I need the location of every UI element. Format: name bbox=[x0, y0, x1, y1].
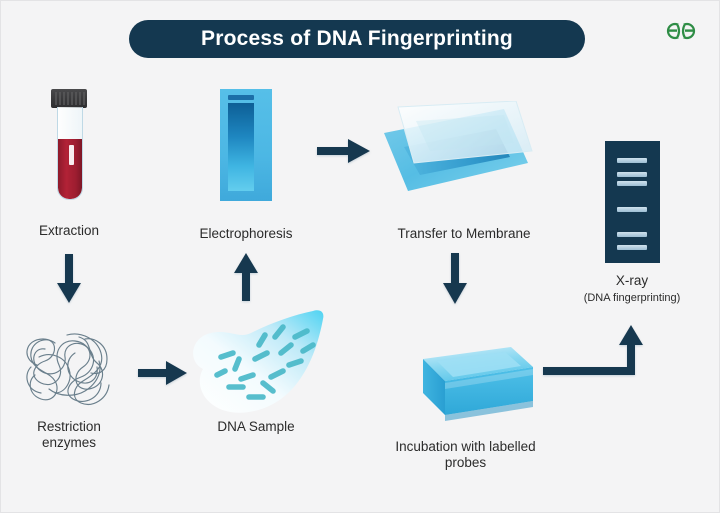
tangled-dna-icon bbox=[26, 333, 110, 405]
xray-band bbox=[617, 158, 647, 163]
arrow-dna-sample-to-electrophoresis bbox=[234, 253, 258, 301]
xray-band bbox=[617, 181, 647, 186]
incubation-tray-icon bbox=[423, 347, 533, 421]
x-ray-film-icon bbox=[605, 141, 660, 263]
label-extraction: Extraction bbox=[38, 223, 100, 238]
xray-band bbox=[617, 207, 647, 212]
xray-band bbox=[617, 245, 647, 250]
gel-electrophoresis-icon bbox=[220, 89, 272, 201]
test-tube-icon bbox=[57, 107, 83, 200]
label-transfer-to-membrane: Transfer to Membrane bbox=[397, 226, 531, 241]
arrow-membrane-to-incubation bbox=[443, 253, 467, 304]
sublabel-x-ray: (DNA fingerprinting) bbox=[583, 292, 681, 304]
page-title: Process of DNA Fingerprinting bbox=[201, 27, 513, 50]
gel-well bbox=[228, 95, 254, 100]
arrow-restriction-enzymes-to-dna-sample bbox=[138, 361, 187, 385]
dna-fragments-blob-icon bbox=[193, 310, 324, 413]
arrow-incubation-to-x-ray bbox=[543, 325, 643, 375]
gel-lane bbox=[228, 103, 254, 191]
title-banner: Process of DNA Fingerprinting bbox=[129, 20, 585, 58]
xray-band bbox=[617, 172, 647, 177]
geeksforgeeks-logo bbox=[661, 19, 701, 43]
label-restriction-enzymes: Restriction enzymes bbox=[37, 419, 101, 450]
membrane-sheets-icon bbox=[384, 101, 533, 191]
label-x-ray: X-ray bbox=[615, 273, 649, 288]
arrow-extraction-to-restriction-enzymes bbox=[57, 254, 81, 303]
xray-band bbox=[617, 232, 647, 237]
test-tube-cap-icon bbox=[51, 89, 87, 108]
test-tube-highlight bbox=[69, 145, 74, 165]
arrow-electrophoresis-to-membrane bbox=[317, 139, 370, 163]
label-dna-sample: DNA Sample bbox=[217, 419, 295, 434]
label-electrophoresis: Electrophoresis bbox=[199, 226, 293, 241]
label-incubation-with-labelled-probes: Incubation with labelled probes bbox=[395, 439, 536, 470]
